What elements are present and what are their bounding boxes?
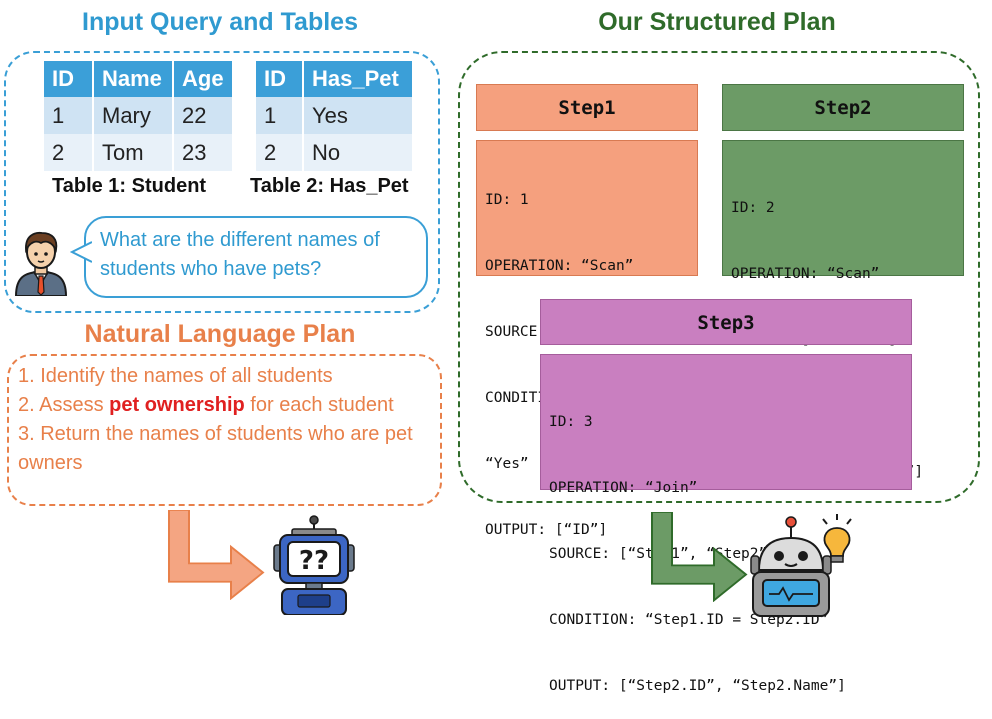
orange-arrow-icon xyxy=(168,510,265,600)
step3-header: Step3 xyxy=(540,299,912,345)
table-header-cell: Has_Pet xyxy=(303,61,414,97)
step2-line: OPERATION: “Scan” xyxy=(731,266,880,282)
table-cell: Tom xyxy=(93,134,174,171)
bubble-tail xyxy=(70,241,92,263)
structured-plan-title: Our Structured Plan xyxy=(598,8,836,36)
step1-line: ID: 1 xyxy=(485,192,529,208)
step2-body: ID: 2 OPERATION: “Scan” SOURCE: [“Studen… xyxy=(722,140,964,480)
nl-step-2-post: for each student xyxy=(244,394,394,416)
table-header-cell: ID xyxy=(256,61,304,97)
student-table: ID Name Age 1 Mary 22 2 Tom 23 xyxy=(44,61,234,171)
table-header-row: ID Name Age xyxy=(44,61,234,97)
table-cell: No xyxy=(303,134,414,171)
table-row: 2 Tom 23 xyxy=(44,134,234,171)
green-arrow-icon xyxy=(651,512,748,602)
step1-line: “Yes” xyxy=(485,456,529,472)
nl-step-2: 2. Assess pet ownership for each student xyxy=(18,391,438,420)
robot-question-marks: ?? xyxy=(299,546,329,576)
table-row: 2 No xyxy=(256,134,414,171)
step1-header: Step1 xyxy=(476,84,698,131)
has-pet-table-caption: Table 2: Has_Pet xyxy=(250,175,409,197)
table-row: 1 Yes xyxy=(256,97,414,134)
question-bubble: What are the different names of students… xyxy=(84,216,428,298)
table-header-row: ID Has_Pet xyxy=(256,61,414,97)
table-cell: Yes xyxy=(303,97,414,134)
table-cell: 1 xyxy=(256,97,304,134)
idea-robot-icon xyxy=(750,514,852,617)
step3-line: ID: 3 xyxy=(549,414,593,430)
step1-body: ID: 1 OPERATION: “Scan” SOURCE: [“Has_Pe… xyxy=(476,140,698,538)
table-cell: 2 xyxy=(256,134,304,171)
confused-robot-icon: ?? xyxy=(273,515,355,615)
table-cell: Mary xyxy=(93,97,174,134)
step3-line: OUTPUT: [“Step2.ID”, “Step2.Name”] xyxy=(549,678,846,694)
table-cell: 2 xyxy=(44,134,94,171)
nl-plan-panel xyxy=(7,354,442,506)
table-header-cell: Name xyxy=(93,61,174,97)
table-row: 1 Mary 22 xyxy=(44,97,234,134)
has-pet-table: ID Has_Pet 1 Yes 2 No xyxy=(256,61,414,171)
table-header-cell: Age xyxy=(173,61,234,97)
structured-plan-panel xyxy=(458,51,980,503)
nl-plan-title: Natural Language Plan xyxy=(84,320,356,348)
nl-step-3: 3. Return the names of students who are … xyxy=(18,423,413,474)
step3-body: ID: 3 OPERATION: “Join” SOURCE: [“Step1”… xyxy=(540,354,912,694)
step2-line: ID: 2 xyxy=(731,200,775,216)
nl-step-2-highlight: pet ownership xyxy=(109,394,245,416)
person-icon xyxy=(14,231,68,296)
step1-line: OUTPUT: [“ID”] xyxy=(485,522,608,538)
table-cell: 1 xyxy=(44,97,94,134)
nl-step-2-pre: 2. Assess xyxy=(18,394,110,416)
step3-line: OPERATION: “Join” xyxy=(549,480,698,496)
step2-header: Step2 xyxy=(722,84,964,131)
nl-step-1: 1. Identify the names of all students xyxy=(18,365,333,387)
input-section-title: Input Query and Tables xyxy=(82,8,358,36)
step1-line: OPERATION: “Scan” xyxy=(485,258,634,274)
table-cell: 22 xyxy=(173,97,234,134)
table-header-cell: ID xyxy=(44,61,94,97)
question-text: What are the different names of students… xyxy=(100,229,380,280)
student-table-caption: Table 1: Student xyxy=(52,175,207,197)
nl-plan-steps: 1. Identify the names of all students 2.… xyxy=(18,362,438,478)
table-cell: 23 xyxy=(173,134,234,171)
input-panel xyxy=(4,51,440,313)
